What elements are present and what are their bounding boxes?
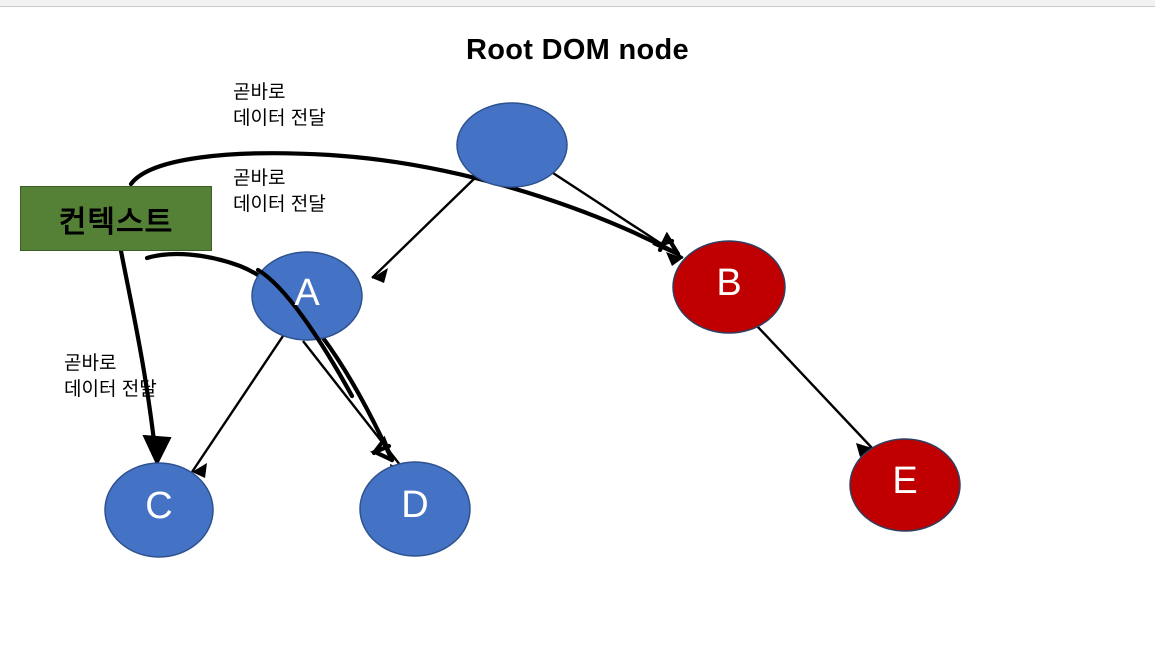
node-e[interactable] xyxy=(849,438,961,532)
note-label-top: 곧바로 데이터 전달 xyxy=(233,82,326,129)
edge-b-to-e xyxy=(756,325,873,457)
node-a[interactable] xyxy=(251,251,363,341)
node-d[interactable] xyxy=(359,461,471,557)
diagram-canvas: Root DOM node 컨텍스트 곧바로 데이터 전달 곧바로 데이터 전달… xyxy=(0,8,1155,649)
note-label-middle: 곧바로 데이터 전달 xyxy=(233,168,326,215)
edge-a-to-c xyxy=(191,335,284,478)
edge-context-to-d-overlay xyxy=(255,267,355,399)
edge-root-to-b xyxy=(552,171,684,266)
edge-context-to-b xyxy=(128,151,681,257)
diagram-edges-layer xyxy=(104,102,961,558)
window-top-bar xyxy=(0,0,1155,7)
page-title: Root DOM node xyxy=(466,34,689,66)
context-box-label: 컨텍스트 xyxy=(58,205,174,239)
note-label-left: 곧바로 데이터 전달 xyxy=(64,353,157,400)
node-root[interactable] xyxy=(456,102,568,188)
node-b[interactable] xyxy=(672,240,786,334)
context-box[interactable]: 컨텍스트 xyxy=(20,186,212,251)
nodes-layer xyxy=(104,102,961,558)
node-c[interactable] xyxy=(104,462,214,558)
edge-context-to-c xyxy=(118,248,172,467)
edge-root-to-a xyxy=(371,174,479,283)
